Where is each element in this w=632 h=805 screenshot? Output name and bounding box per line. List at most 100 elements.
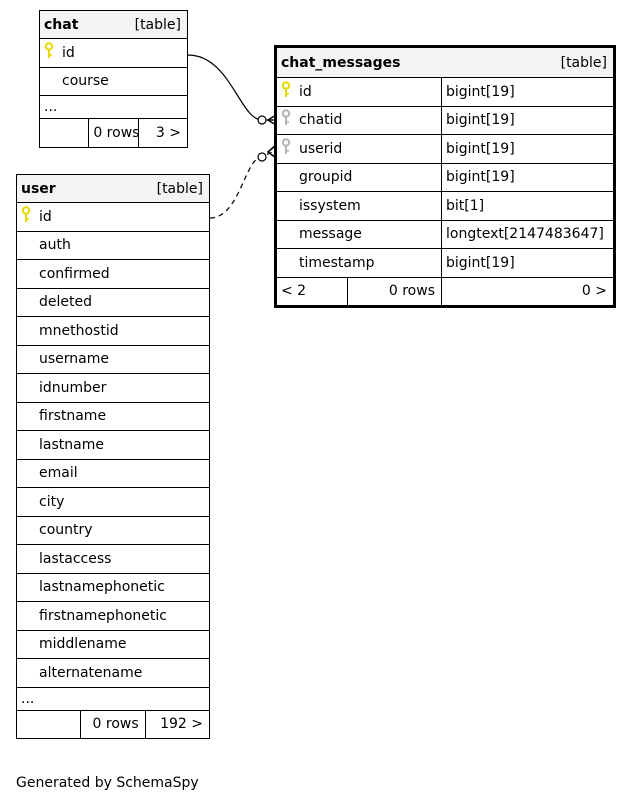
column-cell: id	[276, 77, 442, 107]
column-name: confirmed	[39, 265, 110, 282]
table-header: chat_messages [table]	[276, 47, 614, 78]
primary-key-icon	[21, 206, 39, 228]
column-row[interactable]: id	[16, 202, 210, 232]
table-name: chat	[44, 16, 79, 33]
column-cell: lastname	[16, 430, 210, 460]
column-row[interactable]: mnethostid	[16, 316, 210, 346]
column-row[interactable]: auth	[16, 230, 210, 260]
column-row[interactable]: alternatename	[16, 658, 210, 688]
foreign-key-icon	[281, 138, 299, 160]
table-type: [table]	[134, 16, 181, 33]
column-cell: id	[16, 202, 210, 232]
primary-key-icon	[44, 42, 62, 64]
column-row[interactable]: firstname	[16, 401, 210, 431]
row-count: 0 rows	[347, 276, 442, 306]
column-cell: userid	[276, 134, 442, 164]
column-row[interactable]: country	[16, 515, 210, 545]
column-name: id	[299, 83, 312, 100]
column-name: middlename	[39, 636, 127, 653]
link-chat-id-to-chatid	[187, 54, 276, 121]
column-cell: firstnamephonetic	[16, 601, 210, 631]
column-type: bigint[19]	[441, 248, 614, 278]
parents-count[interactable]: < 2	[276, 276, 348, 306]
column-row[interactable]: email	[16, 458, 210, 488]
column-name: firstname	[39, 408, 107, 425]
children-count[interactable]: 192 >	[144, 709, 211, 739]
column-name: deleted	[39, 294, 92, 311]
column-name: lastaccess	[39, 550, 112, 567]
column-type: bit[1]	[441, 191, 614, 221]
table-name: user	[21, 180, 56, 197]
column-cell: message	[276, 219, 442, 249]
row-count: 0 rows	[80, 709, 146, 739]
column-cell: chatid	[276, 105, 442, 135]
column-row[interactable]: username	[16, 344, 210, 374]
column-name: firstnamephonetic	[39, 607, 167, 624]
column-name: message	[299, 226, 362, 243]
column-cell: email	[16, 458, 210, 488]
link-chat-crowfoot	[266, 114, 277, 126]
column-row[interactable]: middlename	[16, 629, 210, 659]
column-name: lastname	[39, 436, 104, 453]
column-cell: country	[16, 515, 210, 545]
table-header: user [table]	[16, 174, 210, 203]
column-name: idnumber	[39, 379, 107, 396]
column-row[interactable]: id	[39, 38, 188, 68]
column-cell: id	[39, 38, 188, 68]
column-row[interactable]: id bigint[19]	[276, 77, 614, 107]
column-cell: middlename	[16, 629, 210, 659]
column-row[interactable]: city	[16, 487, 210, 517]
column-row[interactable]: lastnamephonetic	[16, 572, 210, 602]
children-count[interactable]: 3 >	[137, 118, 189, 148]
column-cell: city	[16, 487, 210, 517]
column-cell: confirmed	[16, 259, 210, 289]
column-row[interactable]: message longtext[2147483647]	[276, 219, 614, 249]
column-row[interactable]: idnumber	[16, 373, 210, 403]
column-name: course	[62, 73, 109, 90]
foreign-key-icon	[281, 109, 299, 131]
footer-left	[38, 118, 90, 148]
column-name: country	[39, 522, 93, 539]
primary-key-icon	[281, 81, 299, 103]
column-name: groupid	[299, 169, 353, 186]
column-cell: username	[16, 344, 210, 374]
table-user[interactable]: user [table] id auth confirmed deleted mneth…	[15, 174, 211, 739]
more-columns: ...	[16, 686, 210, 711]
column-type: longtext[2147483647]	[441, 219, 614, 249]
column-row[interactable]: confirmed	[16, 259, 210, 289]
column-row[interactable]: deleted	[16, 287, 210, 317]
column-row[interactable]: course	[39, 66, 188, 96]
column-cell: firstname	[16, 401, 210, 431]
link-user-id-to-userid	[209, 149, 277, 219]
row-count: 0 rows	[88, 118, 139, 148]
column-name: mnethostid	[39, 322, 119, 339]
column-name: id	[62, 44, 75, 61]
column-cell: alternatename	[16, 658, 210, 688]
column-name: lastnamephonetic	[39, 579, 165, 596]
column-name: city	[39, 493, 65, 510]
column-row[interactable]: firstnamephonetic	[16, 601, 210, 631]
column-cell: idnumber	[16, 373, 210, 403]
column-type: bigint[19]	[441, 105, 614, 135]
table-name: chat_messages	[281, 54, 401, 71]
children-count[interactable]: 0 >	[441, 276, 614, 306]
column-cell: issystem	[276, 191, 442, 221]
link-user-crowfoot	[266, 144, 277, 159]
column-type: bigint[19]	[441, 134, 614, 164]
column-cell: auth	[16, 230, 210, 260]
column-name: auth	[39, 237, 71, 254]
column-row[interactable]: lastname	[16, 430, 210, 460]
column-type: bigint[19]	[441, 77, 614, 107]
column-name: username	[39, 351, 109, 368]
column-name: email	[39, 465, 78, 482]
column-row[interactable]: userid bigint[19]	[276, 134, 614, 164]
column-name: userid	[299, 140, 343, 157]
column-name: alternatename	[39, 664, 143, 681]
column-row[interactable]: lastaccess	[16, 544, 210, 574]
